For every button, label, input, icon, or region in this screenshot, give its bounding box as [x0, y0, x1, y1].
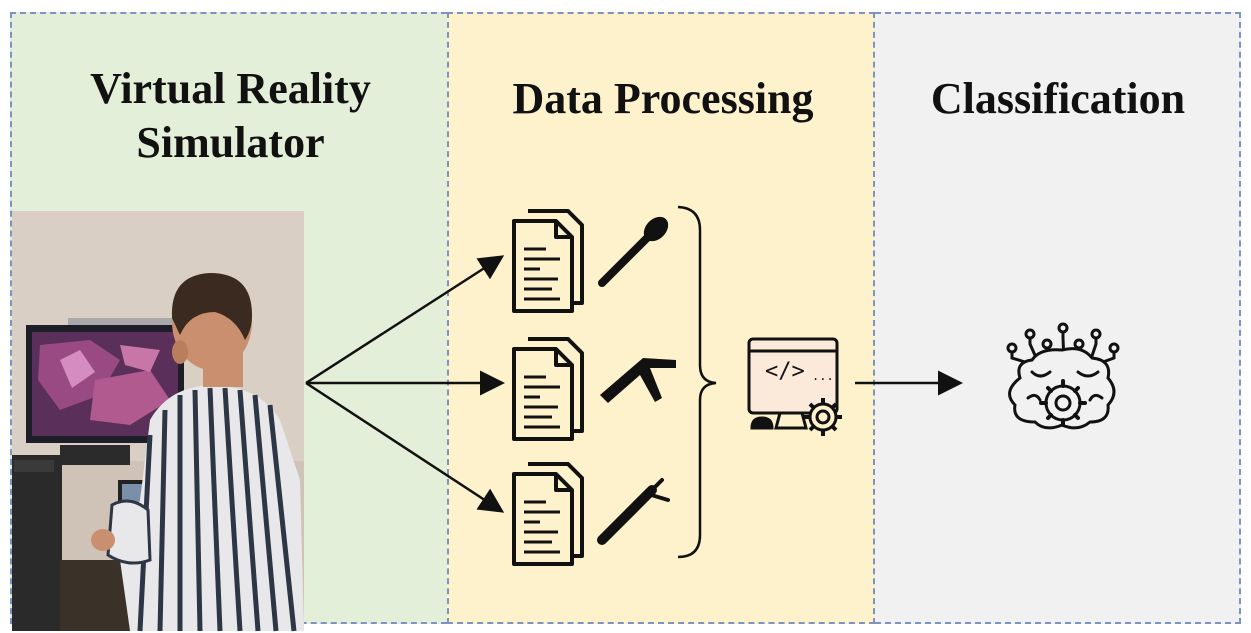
vr-title-line2: Simulator [136, 118, 325, 167]
vr-simulator-user-photo [12, 211, 304, 632]
computer-code-gear-icon: </> ... [747, 337, 842, 436]
circuit-line [1010, 350, 1027, 364]
grouping-brace [677, 205, 717, 559]
ai-brain-gear-icon [1006, 322, 1120, 430]
document-icons [512, 209, 584, 566]
vr-simulator-title: Virtual Reality Simulator [12, 62, 449, 170]
document-icon [512, 209, 584, 313]
arrow-to-doc-1 [305, 255, 505, 385]
svg-text:</>: </> [765, 359, 805, 384]
surgical-instrument-forked-icon [597, 478, 670, 545]
data-processing-panel: Data Processing [447, 12, 875, 624]
document-icon [512, 462, 584, 566]
classification-title: Classification [930, 74, 1186, 123]
svg-text:...: ... [812, 369, 834, 383]
input-arrows [305, 255, 505, 513]
arrow-to-doc-3 [305, 381, 505, 513]
vr-title-line1: Virtual Reality [90, 64, 371, 113]
surgical-instrument-scoop-icon [598, 216, 669, 287]
circuit-line [1101, 350, 1116, 364]
surgical-instrument-angled-icon [600, 358, 676, 403]
data-processing-title: Data Processing [512, 74, 814, 123]
classification-panel: Classification [875, 12, 1241, 624]
document-icon [512, 337, 584, 441]
